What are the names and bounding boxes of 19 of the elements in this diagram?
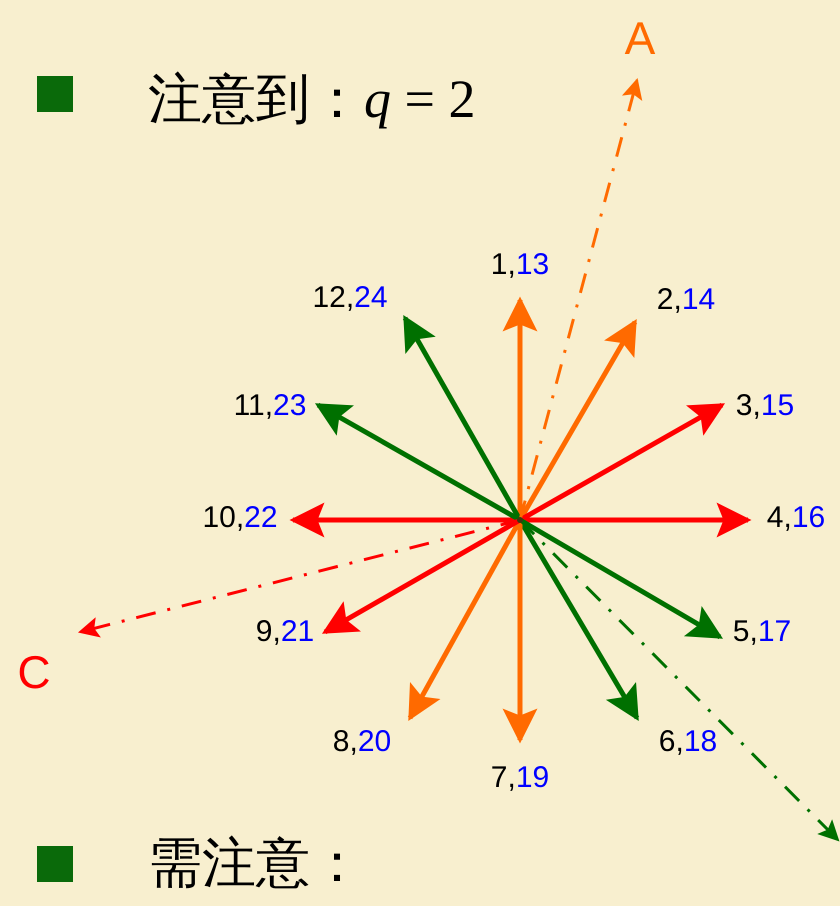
- slot-number-label: 3,15: [736, 391, 794, 421]
- phase-label: C: [17, 649, 51, 695]
- slot-number-label: 2,14: [656, 285, 716, 315]
- slot-number-label: 7,19: [490, 763, 550, 793]
- bullet-text: 需注意：: [148, 836, 364, 890]
- slot-number-label: 1,13: [490, 250, 550, 280]
- dash-dot-arrow: [518, 78, 642, 520]
- slot-number-label: 6,18: [658, 727, 718, 757]
- slot-number-label: 4,16: [766, 503, 826, 533]
- bullet-text: 注意到：q = 2: [148, 72, 476, 126]
- slot-number-label: 5,17: [732, 617, 792, 647]
- slot-number-label: 9,21: [256, 617, 314, 647]
- slot-number-label: 12,24: [312, 283, 388, 313]
- dash-dot-arrow: [518, 518, 840, 842]
- dash-dot-arrow: [78, 518, 520, 638]
- slot-number-label: 11,23: [234, 391, 306, 421]
- slot-number-label: 10,22: [202, 503, 278, 533]
- slot-number-label: 8,20: [332, 727, 392, 757]
- phase-label: A: [624, 15, 656, 61]
